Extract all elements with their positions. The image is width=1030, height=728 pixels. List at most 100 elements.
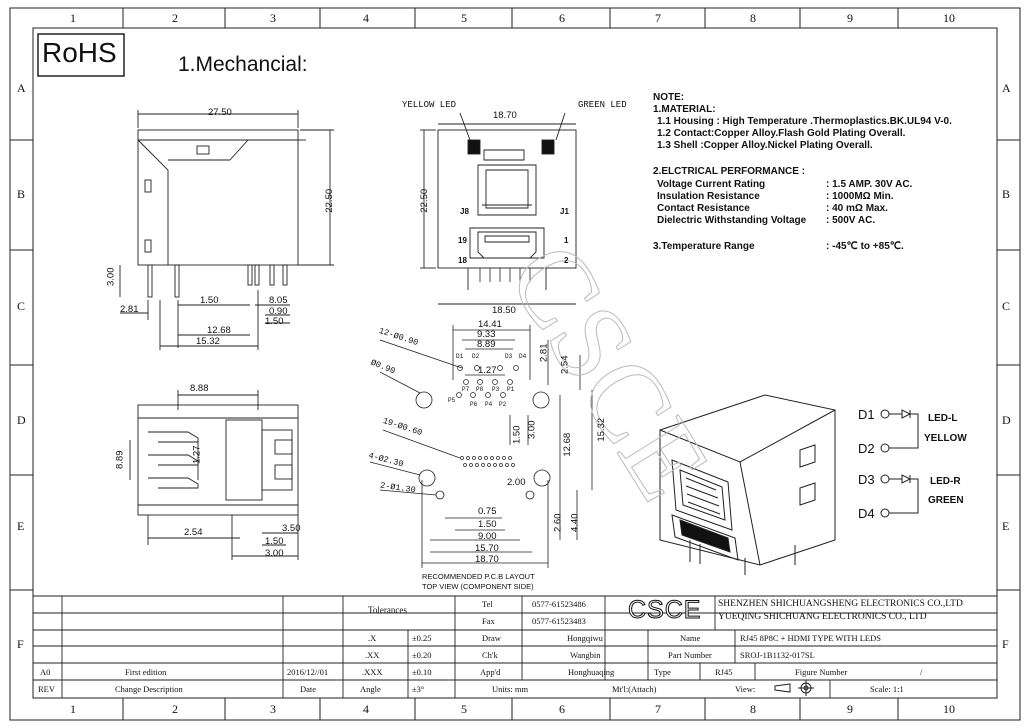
grid-col-8: 8 — [750, 11, 756, 25]
watermark: CSCE — [485, 222, 734, 520]
tb-view-label: View: — [735, 684, 756, 694]
dim-pcb-150b: 1.50 — [478, 519, 497, 530]
grid-row-f-right: F — [1002, 637, 1009, 651]
pcb-caption-1: RECOMMENDED P.C.B LAYOUT — [422, 572, 535, 581]
notes-e2-label: Insulation Resistance — [657, 191, 760, 202]
grid-col-2: 2 — [172, 11, 178, 25]
grid-row-f: F — [17, 637, 24, 651]
dim-pcb-254: 2.54 — [559, 355, 571, 375]
tb-date: 2016/12//01 — [287, 667, 329, 677]
pcb-caption-2: TOP VIEW (COMPONENT SIDE) — [422, 582, 534, 591]
tb-pn: SROJ-1B1132-017SL — [740, 650, 815, 660]
dim-side-offset: 2.81 — [120, 304, 139, 315]
pin-1: 1 — [564, 236, 569, 245]
pcb-pin-p8: P8 — [476, 386, 484, 393]
notes-temp-value: : -45℃ to +85℃. — [826, 241, 904, 252]
pcb-pin-d1: D1 — [456, 353, 464, 360]
grid-row-b-right: B — [1002, 187, 1011, 201]
notes-m3: 1.3 Shell :Copper Alloy.Nickel Plating O… — [657, 140, 873, 151]
tb-chk-label: Ch'k — [482, 650, 498, 660]
tb-tol-xx: .XX — [365, 650, 380, 660]
tb-logo: CSCE — [627, 596, 702, 624]
tb-fig: / — [920, 667, 923, 677]
tb-date-label: Date — [300, 684, 317, 694]
notes-m1: 1.1 Housing : High Temperature .Thermopl… — [657, 116, 952, 127]
schematic-led-r: LED-R — [930, 476, 961, 487]
pin-18: 18 — [458, 256, 467, 265]
grid-col-10-bottom: 10 — [943, 702, 955, 716]
tb-tol-xx-val: ±0.20 — [412, 650, 432, 660]
notes-elec: 2.ELCTRICAL PERFORMANCE : — [653, 166, 806, 177]
title-block-lines — [33, 595, 997, 698]
dim-bottom-127: 1.27 — [191, 445, 203, 465]
grid-col-4: 4 — [363, 11, 369, 25]
dim-side-width: 27.50 — [208, 107, 232, 118]
pcb-pin-p4: P4 — [485, 401, 493, 408]
tb-tolerances: Tolerances — [368, 605, 407, 615]
grid-row-e: E — [17, 519, 25, 533]
dim-pcb-260: 2.60 — [552, 513, 564, 533]
tb-material: Mt'l:(Attach) — [612, 684, 657, 694]
dim-side-150b: 1.50 — [265, 316, 284, 327]
dim-pcb-150: 1.50 — [511, 425, 523, 445]
tb-tol-x-val: ±0.25 — [412, 633, 432, 643]
tb-name: RJ45 8P8C + HDMI TYPE WITH LEDS — [740, 633, 881, 643]
dim-pcb-889: 8.89 — [477, 339, 496, 350]
tb-type: RJ45 — [715, 667, 733, 677]
side-view-lines — [119, 110, 334, 350]
schematic-yellow: YELLOW — [924, 433, 967, 444]
notes-e1-value: : 1.5 AMP. 30V AC. — [826, 179, 913, 190]
tb-type-label: Type — [654, 667, 671, 677]
dim-side-090: 0.90 — [269, 306, 288, 317]
notes-temp-label: 3.Temperature Range — [653, 241, 755, 252]
grid-col-1: 1 — [70, 11, 76, 25]
tb-first-edition: First edition — [125, 667, 167, 677]
pin-j1: J1 — [560, 207, 569, 216]
grid-col-4-bottom: 4 — [363, 702, 369, 716]
pcb-pin-d3: D3 — [505, 353, 513, 360]
dim-front-height: 22.50 — [419, 188, 431, 213]
dim-side-805: 8.05 — [269, 295, 288, 306]
bottom-view-lines — [129, 390, 299, 560]
grid-col-10: 10 — [943, 11, 955, 25]
tb-change-desc: Change Description — [115, 684, 183, 694]
dim-pcb-1570: 15.70 — [475, 543, 499, 554]
pcb-pin-d2: D2 — [472, 353, 480, 360]
dim-front-bottom: 18.50 — [492, 305, 516, 316]
notes-e3-label: Contact Resistance — [657, 203, 750, 214]
grid-col-9-bottom: 9 — [847, 702, 853, 716]
grid-col-3-bottom: 3 — [270, 702, 276, 716]
notes-m2: 1.2 Contact:Copper Alloy.Flash Gold Plat… — [657, 128, 906, 139]
dim-bottom-150: 1.50 — [265, 536, 284, 547]
notes-material: 1.MATERIAL: — [653, 104, 716, 115]
tb-appd: Honghuaqing — [568, 667, 615, 677]
dim-bottom-888: 8.88 — [190, 383, 209, 394]
tb-chk: Wangbin — [570, 650, 601, 660]
dim-pcb-075: 0.75 — [478, 506, 497, 517]
notes-e2-value: : 1000MΩ Min. — [826, 191, 894, 202]
tb-tol-xxx: .XXX — [362, 667, 383, 677]
grid-ticks — [10, 8, 1020, 720]
tb-fax: 0577-61523483 — [532, 616, 586, 626]
tb-name-label: Name — [680, 633, 701, 643]
tb-units: Units: mm — [492, 684, 529, 694]
notes-e1-label: Voltage Current Rating — [657, 179, 766, 190]
view-symbol — [774, 680, 814, 696]
dim-pcb-300: 3.00 — [526, 420, 538, 440]
tb-fig-label: Figure Number — [795, 667, 848, 677]
grid-col-3: 3 — [270, 11, 276, 25]
tb-tel-label: Tel — [482, 599, 493, 609]
tb-tol-x: .X — [368, 633, 377, 643]
schematic-d3: D3 — [858, 472, 875, 487]
grid-col-5: 5 — [461, 11, 467, 25]
notes-heading: NOTE: — [653, 92, 685, 103]
dim-pcb-1268: 12.68 — [562, 432, 574, 457]
schematic-d4: D4 — [858, 506, 875, 521]
tb-tol-angle: Angle — [360, 684, 381, 694]
page-title: 1.Mechancial: — [178, 53, 308, 76]
pcb-pin-p1: P1 — [507, 386, 515, 393]
grid-col-2-bottom: 2 — [172, 702, 178, 716]
green-led-label: GREEN LED — [578, 100, 627, 110]
